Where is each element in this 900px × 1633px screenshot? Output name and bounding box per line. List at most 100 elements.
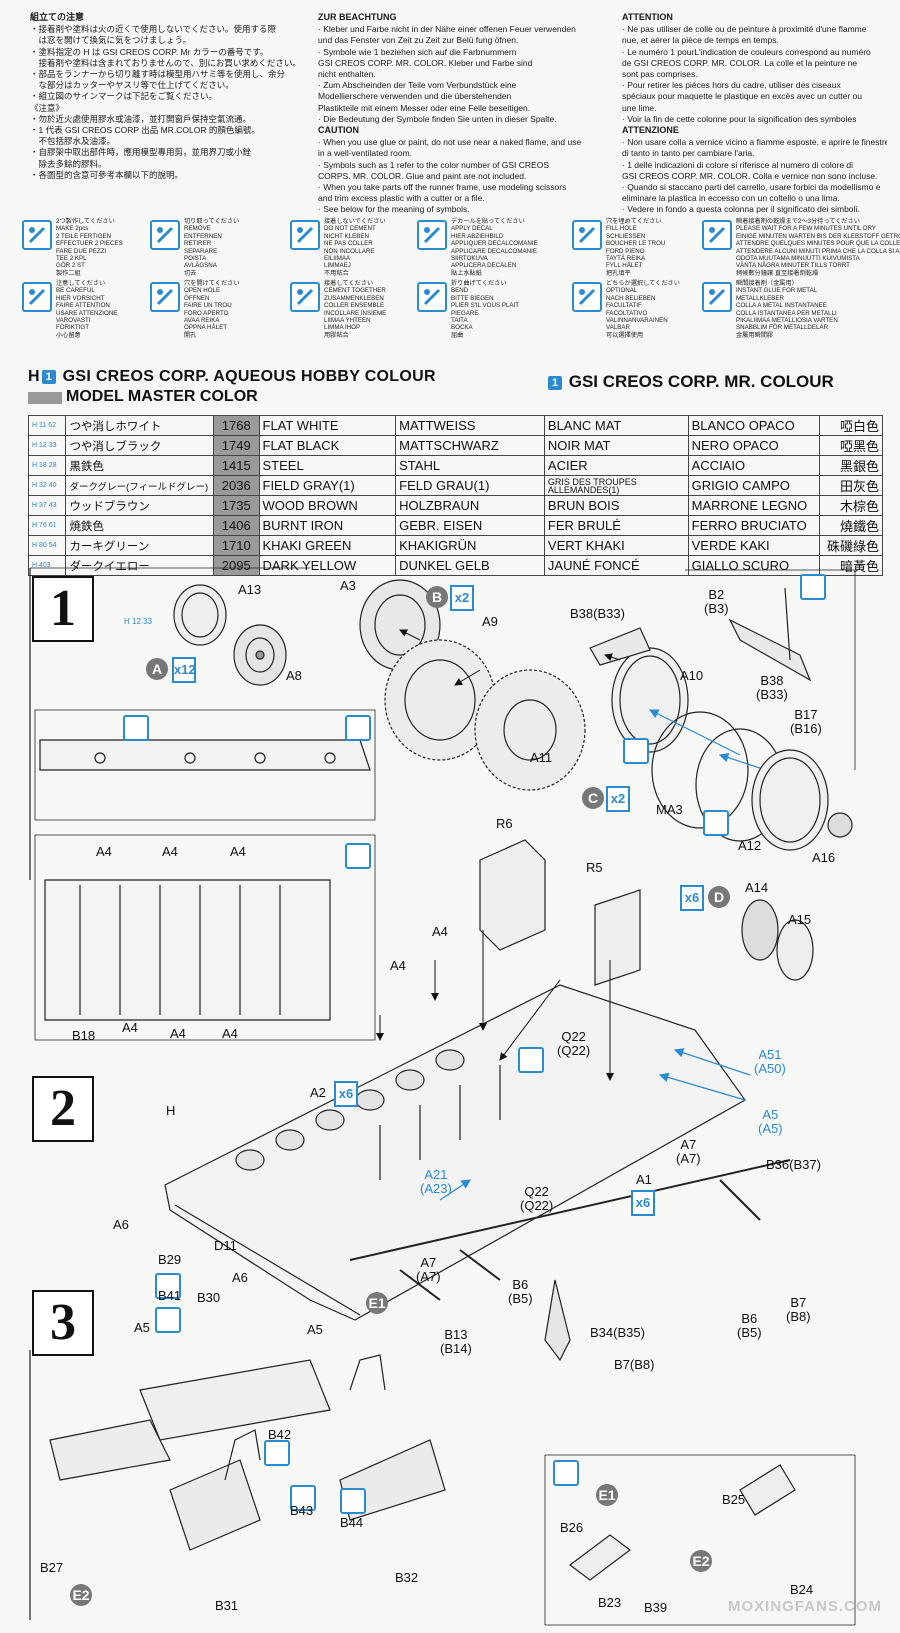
color-cell-it: FERRO BRUCIATO	[687, 515, 821, 536]
color-cell-de: HOLZBRAUN	[395, 495, 545, 516]
be-careful-icon	[345, 843, 371, 869]
legend-text: 瞬着接着剤の乾燥まで2〜3分待ってください PLEASE WAIT FOR A …	[736, 218, 900, 277]
color-cell-en: KHAKI GREEN	[258, 535, 397, 556]
part-label: A16	[812, 850, 836, 865]
color-cell-num: 1406	[212, 515, 260, 536]
note-line: は窓を開けて換気に気をつけましょう。	[30, 35, 192, 46]
apply-decal-icon	[417, 220, 447, 250]
color-cell-cn: 啞白色	[819, 415, 883, 436]
sub-assembly-a-badge: A	[146, 658, 168, 680]
color-cell-num: 1710	[212, 535, 260, 556]
part-label: B31	[215, 1598, 239, 1613]
instant-glue-icon	[702, 282, 732, 312]
note-line: · When you use glue or paint, do not use…	[318, 137, 582, 148]
color-cell-code: H 18 28	[27, 455, 67, 476]
color-cell-cn: 硃磯綠色	[819, 535, 883, 556]
part-label: B29	[158, 1252, 182, 1267]
part-label: B2 (B3)	[704, 587, 729, 616]
part-label: H	[166, 1103, 176, 1118]
cut-off-icon	[123, 715, 149, 741]
part-label: D11	[214, 1238, 237, 1253]
part-label: A9	[482, 614, 498, 629]
part-label: B17 (B16)	[790, 707, 822, 736]
color-cell-fr: NOIR MAT	[543, 435, 689, 456]
part-label: A5	[307, 1322, 323, 1337]
part-label: A6	[232, 1270, 248, 1285]
note-line: Modellierschere verwenden und die überst…	[318, 91, 512, 102]
optional-icon	[155, 1273, 181, 1299]
part-label: A13	[238, 582, 262, 597]
make-2-icon	[22, 220, 52, 250]
notes-french-italian: ATTENTION · Ne pas utiliser de colle ou …	[622, 12, 887, 216]
legend-item: 接着しないでください DO NOT CEMENT NICHT KLEBEN NE…	[290, 218, 430, 277]
instant-glue-icon	[623, 738, 649, 764]
part-label: A4	[170, 1026, 186, 1041]
note-line: di tanto in tanto per cambiare l'aria.	[622, 148, 755, 159]
note-line: 《注意》	[30, 102, 65, 113]
color-cell-num: 1415	[212, 455, 260, 476]
color-cell-en: WOOD BROWN	[258, 495, 397, 516]
instant-glue-time-icon	[702, 220, 732, 250]
color-cell-fr: BRUN BOIS	[543, 495, 689, 516]
color-cell-it: BLANCO OPACO	[687, 415, 821, 436]
color-cell-de: KHAKIGRÜN	[395, 535, 545, 556]
part-label: B38(B33)	[570, 606, 625, 621]
part-label: B39	[644, 1600, 668, 1615]
color-cell-fr: BLANC MAT	[543, 415, 689, 436]
legend-text: どちらか選択してください OPTIONAL NACH BELIEBEN FACU…	[606, 280, 680, 339]
notes-fr-heading: ATTENTION	[622, 12, 673, 22]
note-line: spéciaux pour maquette le plastique en e…	[622, 91, 863, 102]
paint-title-line2: MODEL MASTER COLOR	[66, 388, 258, 405]
color-cell-code: H 403	[27, 555, 67, 576]
legend-text: デカールを貼ってください APPLY DECAL HIER ABZIEHBILD…	[451, 218, 538, 277]
legend-item: デカールを貼ってください APPLY DECAL HIER ABZIEHBILD…	[417, 218, 557, 277]
part-label: A4	[390, 958, 406, 973]
note-line: Plastikteile mit einem Messer oder eine …	[318, 102, 531, 113]
note-line: 除去多餘的膠料。	[30, 158, 107, 169]
note-line: ・自膠架中取出部件時，應用模型專用剪，並用界刀或小銼	[30, 147, 252, 158]
note-line: nicht enthalten.	[318, 69, 376, 80]
part-label: Q22 (Q22)	[520, 1184, 554, 1213]
note-line: · Pour retirer les pièces hors du cadre,…	[622, 80, 841, 91]
title-bar	[28, 392, 62, 404]
qty-x2-badge: x2	[450, 585, 474, 611]
part-label: A51 (A50)	[754, 1047, 786, 1076]
legend-text: 2つ製作してください MAKE 2pcs 2 TEILE FERTIGEN EF…	[56, 218, 123, 277]
optional-icon	[155, 1307, 181, 1333]
part-label: A3	[340, 578, 356, 593]
qty-x6-badge: x6	[680, 885, 704, 911]
part-label: B7 (B8)	[786, 1295, 811, 1324]
optional-icon	[340, 1488, 366, 1514]
part-label: A11	[530, 750, 553, 765]
sub-assembly-e1-badge: E1	[366, 1292, 388, 1314]
diagram-drawing	[29, 567, 856, 1626]
do-not-cement-icon	[290, 220, 320, 250]
color-cell-it: ACCIAIO	[687, 455, 821, 476]
part-label: A4	[96, 844, 112, 859]
part-label: B42	[268, 1427, 292, 1442]
note-line: ・1 代表 GSI CREOS CORP 出品 MR.COLOR 的顏色編號。	[30, 125, 260, 136]
part-label: B18	[72, 1028, 96, 1043]
part-label: A4	[230, 844, 246, 859]
note-line: 接着剤や塗料は含まれておりませんので、別にお買い求めください。	[30, 57, 301, 68]
note-line: な部分はカッターやヤスリ等で仕上げてください。	[30, 80, 234, 91]
qty-x6-a1-badge: x6	[631, 1190, 655, 1216]
color-cell-de: FELD GRAU(1)	[395, 475, 545, 496]
be-careful-icon	[345, 715, 371, 741]
note-line: · Symbols such as 1 refer to the color n…	[318, 159, 550, 170]
color-cell-code: H 37 43	[27, 495, 67, 516]
optional-icon	[572, 282, 602, 312]
h-label: H	[28, 368, 40, 385]
note-line: · When you take parts off the runner fra…	[318, 182, 567, 193]
color-cell-cn: 啞黑色	[819, 435, 883, 456]
notes-de-heading: ZUR BEACHTUNG	[318, 12, 397, 22]
legend-text: 穴を開けてください OPEN HOLE ÖFFNEN FAIRE UN TROU…	[184, 280, 240, 339]
color-cell-ja: 黒鉄色	[65, 455, 214, 476]
sub-assembly-c-badge: C	[582, 787, 604, 809]
step-1-number: 1	[32, 576, 94, 642]
legend-item: 注意してください BE CAREFUL HIER VORSICHT FAIRE …	[22, 280, 162, 339]
sub-assembly-e2-inset-badge: E2	[690, 1550, 712, 1572]
